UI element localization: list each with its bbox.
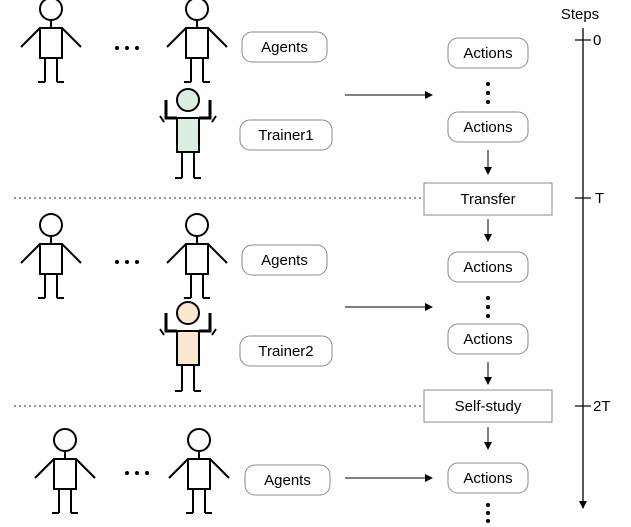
agent-person-icon: [166, 213, 228, 299]
agent-person-icon: [166, 0, 228, 83]
trainer1-label: Trainer1: [258, 127, 313, 144]
self-study-label: Self-study: [455, 398, 522, 415]
agent-person-icon: [34, 428, 96, 514]
ellipsis-icon: [125, 471, 149, 475]
actions-box: [447, 111, 529, 143]
actions-box: [447, 37, 529, 69]
transfer-box: [423, 182, 553, 216]
agents-label-box: [241, 31, 328, 63]
actions-label: Actions: [463, 45, 512, 62]
agent-person-icon: [20, 213, 82, 299]
trainer2-label-box: [239, 335, 333, 367]
vertical-ellipsis-icon: [486, 503, 490, 523]
tick-label-0: 0: [593, 32, 601, 49]
trainer2-label: Trainer2: [258, 343, 313, 360]
tick-label-2T: 2T: [593, 398, 611, 415]
vertical-ellipsis-icon: [486, 296, 490, 318]
self-study-box: [423, 389, 553, 423]
actions-box: [447, 251, 529, 283]
trainer2-person-icon: [159, 301, 217, 392]
agent-person-icon: [168, 428, 230, 514]
ellipsis-icon: [115, 260, 139, 264]
ellipsis-icon: [115, 46, 139, 50]
steps-axis-title: Steps: [561, 6, 599, 23]
agents-label: Agents: [261, 39, 308, 56]
actions-label: Actions: [463, 470, 512, 487]
actions-label: Actions: [463, 259, 512, 276]
actions-label: Actions: [463, 331, 512, 348]
agents-label-box: [244, 464, 331, 496]
tick-label-T: T: [595, 190, 604, 207]
trainer1-label-box: [239, 119, 333, 151]
actions-label: Actions: [463, 119, 512, 136]
agents-label: Agents: [264, 472, 311, 489]
vertical-ellipsis-icon: [486, 82, 490, 104]
agent-person-icon: [20, 0, 82, 83]
actions-box: [447, 462, 529, 494]
transfer-label: Transfer: [460, 191, 515, 208]
trainer1-person-icon: [159, 88, 217, 179]
agents-label-box: [241, 244, 328, 276]
agents-label: Agents: [261, 252, 308, 269]
actions-box: [447, 323, 529, 355]
